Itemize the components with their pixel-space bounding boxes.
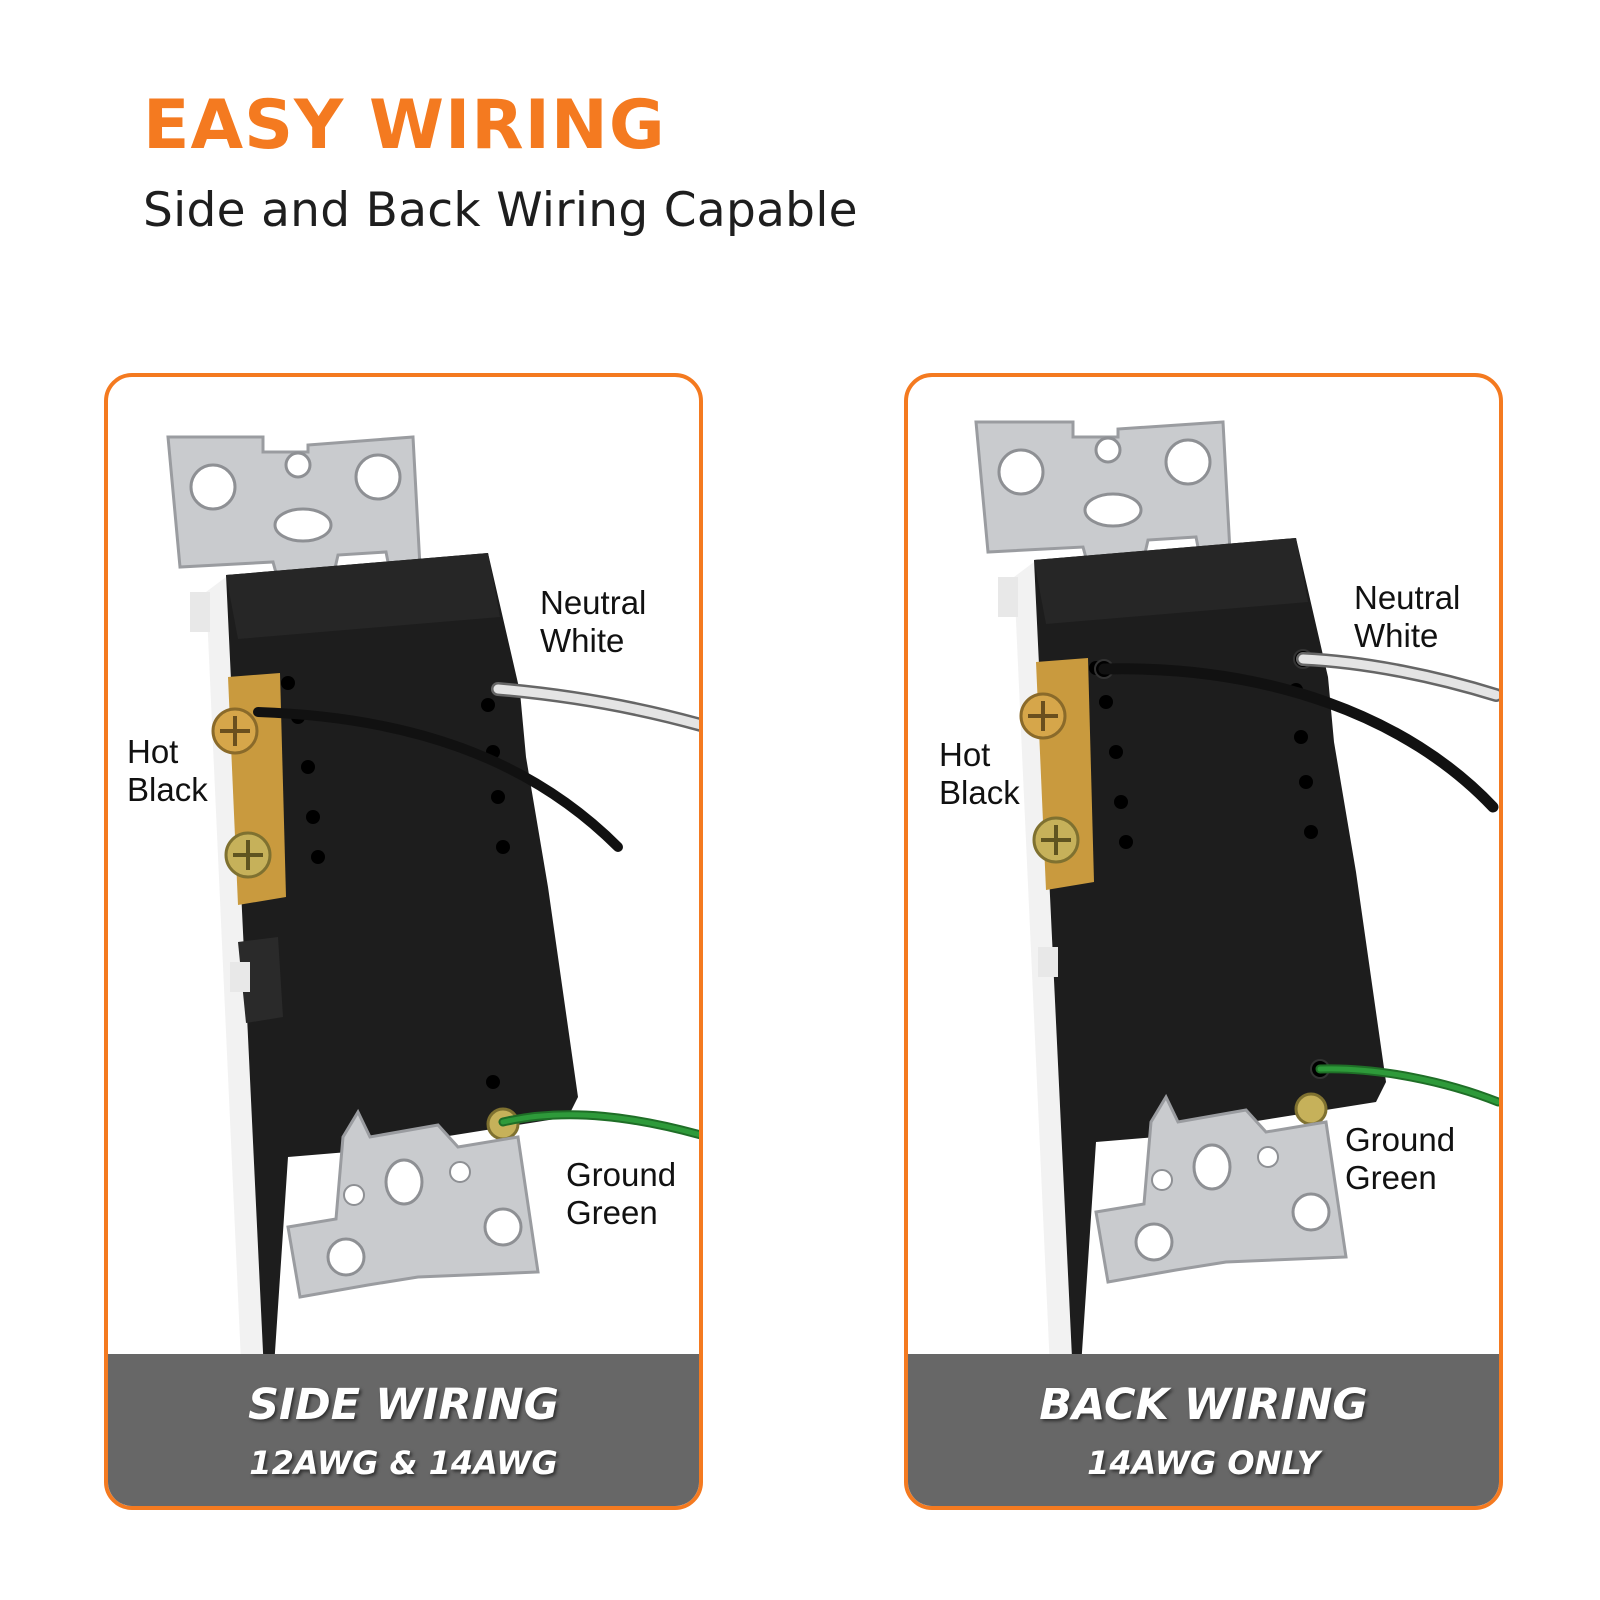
footer-title: SIDE WIRING (248, 1380, 559, 1430)
page-subtitle: Side and Back Wiring Capable (143, 183, 858, 238)
footer-subtitle: 14AWG ONLY (1087, 1444, 1320, 1482)
footer-subtitle: 12AWG & 14AWG (249, 1444, 558, 1482)
side-wiring-footer: SIDE WIRING 12AWG & 14AWG (108, 1354, 699, 1506)
page-title: EASY WIRING (143, 86, 666, 165)
footer-title: BACK WIRING (1039, 1380, 1368, 1430)
receptacle-back-wired-illustration (974, 420, 1499, 1457)
receptacle-side-wired-illustration (166, 435, 699, 1472)
back-wiring-footer: BACK WIRING 14AWG ONLY (908, 1354, 1499, 1506)
